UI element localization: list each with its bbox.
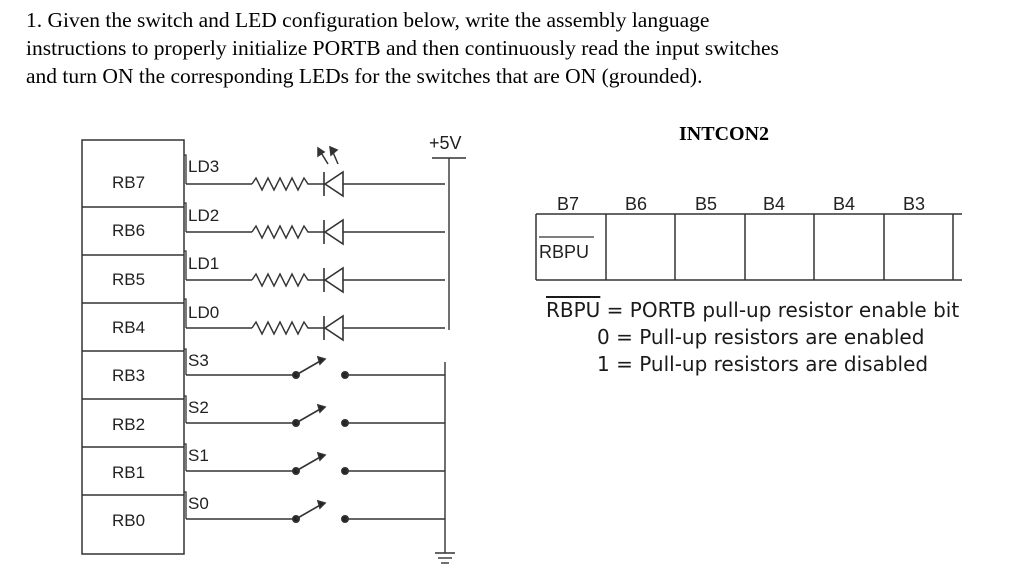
pin-wires [186, 183, 294, 520]
resistor-icons [251, 176, 324, 336]
supply-label: +5V [429, 133, 462, 153]
ground-icon [435, 362, 455, 564]
pin-rb1: RB1 [112, 463, 145, 482]
label-brackets [184, 154, 187, 519]
pin-rb4: RB4 [112, 318, 145, 337]
bit-label-b3: B3 [903, 194, 925, 214]
question-line-3: and turn ON the corresponding LEDs for t… [26, 64, 703, 88]
rbpu-name: RBPU [546, 298, 601, 322]
light-emission-icon [317, 145, 339, 165]
register-title: INTCON2 [679, 123, 769, 145]
switch-icons [291, 355, 445, 523]
question-line-2: instructions to properly initialize PORT… [26, 36, 779, 60]
rbpu-description-line-3: 1 = Pull-up resistors are disabled [597, 352, 929, 376]
rbpu-description-line-2: 0 = Pull-up resistors are enabled [597, 325, 925, 349]
label-s3: S3 [188, 351, 209, 370]
register-bit-cells [535, 213, 962, 281]
bit-label-b4: B4 [763, 194, 785, 214]
led-diode-icons [323, 170, 445, 342]
rbpu-description-line-1: RBPU = PORTB pull-up resistor enable bit [546, 298, 959, 322]
pin-rb5: RB5 [112, 270, 145, 289]
label-ld2: LD2 [188, 206, 219, 225]
pin-rb2: RB2 [112, 415, 145, 434]
rbpu-cell-label: RBPU [539, 242, 589, 262]
label-s1: S1 [188, 446, 209, 465]
bit-label-b5: B5 [695, 194, 717, 214]
port-b-connector [81, 139, 185, 555]
bit-label-b7: B7 [557, 194, 579, 214]
bit-label-b6: B6 [625, 194, 647, 214]
bit-label-b4-second: B4 [833, 194, 855, 214]
rbpu-description-text: = PORTB pull-up resistor enable bit [600, 298, 960, 322]
question-line-1: 1. Given the switch and LED configuratio… [26, 8, 710, 32]
pin-rb7: RB7 [112, 173, 145, 192]
label-s0: S0 [188, 494, 209, 513]
label-ld0: LD0 [188, 303, 219, 322]
pin-rb0: RB0 [112, 511, 145, 530]
pin-rb3: RB3 [112, 366, 145, 385]
label-ld3: LD3 [188, 157, 219, 176]
pin-rb6: RB6 [112, 221, 145, 240]
label-s2: S2 [188, 398, 209, 417]
supply-rail [432, 157, 466, 330]
label-ld1: LD1 [188, 254, 219, 273]
question-text: 1. Given the switch and LED configuratio… [26, 6, 1006, 90]
